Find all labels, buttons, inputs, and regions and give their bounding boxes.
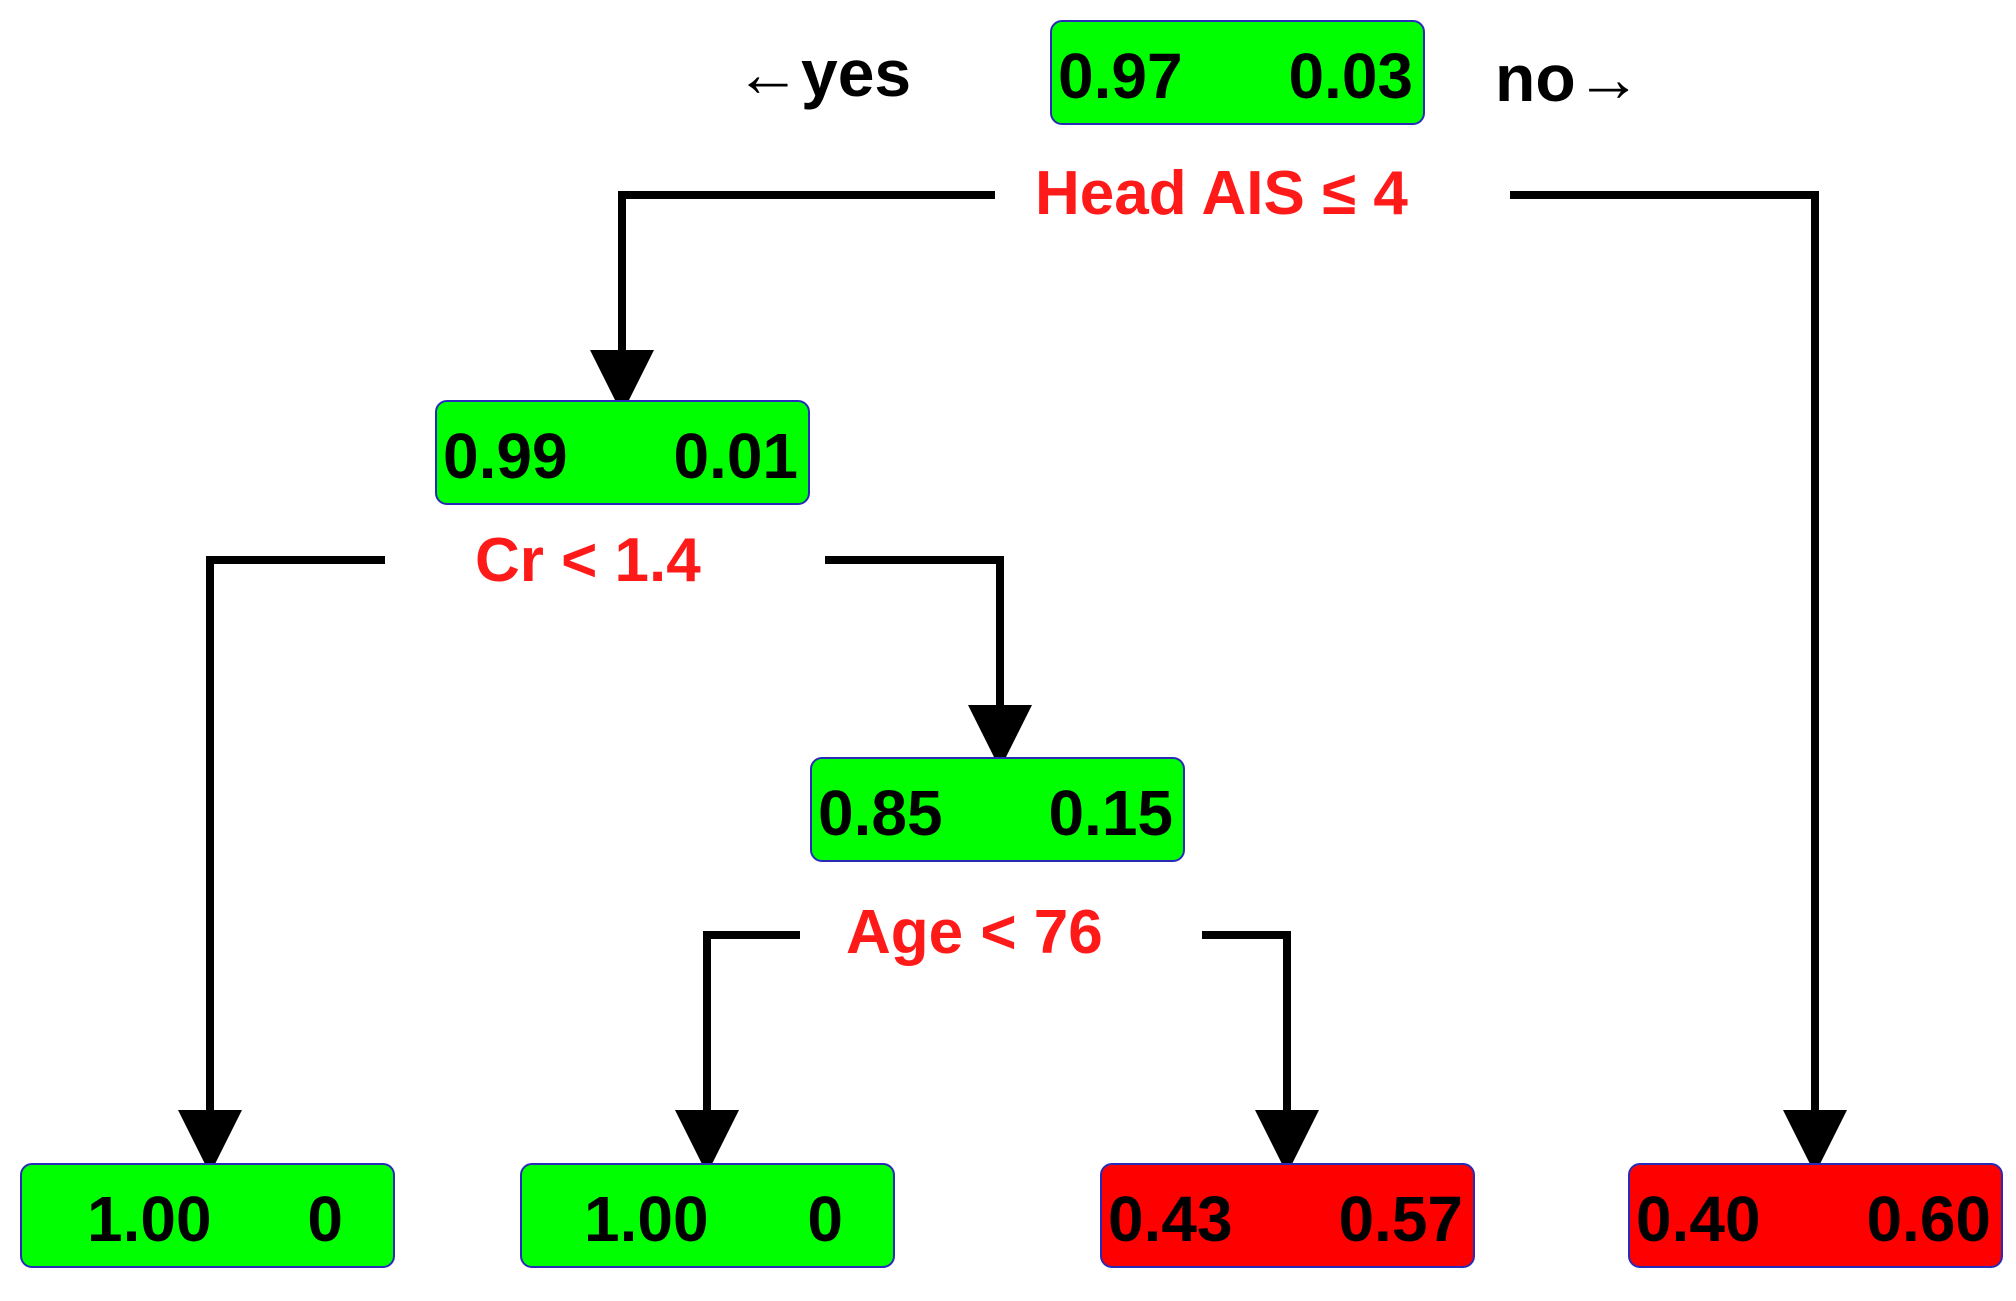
- edge-n1-yes: [178, 556, 385, 1174]
- leaf-node-3-value-left: 0.43: [1108, 1182, 1233, 1255]
- edge-n1-no: [825, 556, 1032, 769]
- node-n2: 0.85 0.15: [810, 757, 1185, 862]
- split-label-n1: Cr < 1.4: [475, 526, 701, 595]
- root-node: 0.97 0.03: [1050, 20, 1425, 125]
- node-n2-value-right: 0.15: [1048, 776, 1173, 849]
- leaf-node-4-value-right: 0.60: [1866, 1182, 1991, 1255]
- leaf-node-2-value-left: 1.00: [584, 1182, 709, 1255]
- edge-n2-no: [1202, 931, 1319, 1174]
- node-n1-value-left: 0.99: [443, 419, 568, 492]
- leaf-node-2: 1.00 0: [520, 1163, 895, 1268]
- root-node-value-left: 0.97: [1058, 39, 1183, 112]
- leaf-node-1-value-right: 0: [307, 1182, 343, 1255]
- node-n2-value-left: 0.85: [818, 776, 943, 849]
- leaf-node-1: 1.00 0: [20, 1163, 395, 1268]
- node-n1-value-right: 0.01: [673, 419, 798, 492]
- node-n1: 0.99 0.01: [435, 400, 810, 505]
- leaf-node-3-value-right: 0.57: [1338, 1182, 1463, 1255]
- split-label-n2: Age < 76: [846, 898, 1103, 967]
- edge-n2-yes: [675, 931, 800, 1174]
- leaf-node-4: 0.40 0.60: [1628, 1163, 2003, 1268]
- no-direction-label: no→: [1495, 41, 1642, 115]
- leaf-node-1-value-left: 1.00: [87, 1182, 212, 1255]
- leaf-node-3: 0.43 0.57: [1100, 1163, 1475, 1268]
- root-node-value-right: 0.03: [1288, 39, 1413, 112]
- split-label-root: Head AIS ≤ 4: [1035, 159, 1408, 228]
- edge-root-yes: [590, 191, 995, 414]
- edge-root-no: [1510, 191, 1847, 1174]
- leaf-node-4-value-left: 0.40: [1636, 1182, 1761, 1255]
- yes-direction-label: ←yes: [735, 36, 912, 110]
- leaf-node-2-value-right: 0: [807, 1182, 843, 1255]
